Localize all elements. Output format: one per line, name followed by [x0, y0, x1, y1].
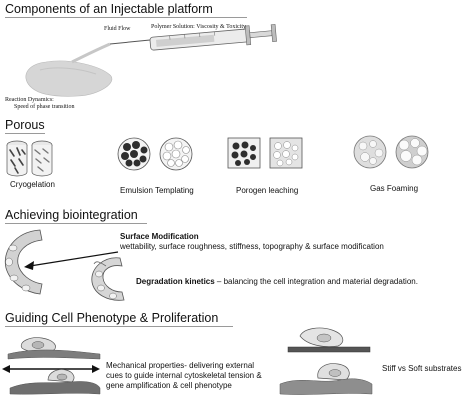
syringe-barrel [149, 24, 277, 51]
components-heading: Components of an Injectable platform [5, 2, 213, 16]
degrading-scaffold [91, 257, 125, 301]
surface-modification-title: Surface Modification [120, 232, 199, 241]
soft-substrate [279, 378, 373, 395]
mechanical-properties-line3: gene amplification & cell phenotype [106, 381, 232, 390]
cryogelation-label: Cryogelation [10, 180, 55, 189]
degradation-kinetics-line: Degradation kinetics – balancing the cel… [136, 277, 418, 287]
soft-substrate-top [7, 349, 101, 360]
biointegration-heading-rule [5, 223, 147, 224]
syringe-illustration [25, 24, 277, 97]
soft-substrate-bottom [9, 381, 101, 395]
porogen-light-square [269, 137, 303, 169]
emulsion-dark-droplets [117, 137, 151, 171]
emulsion-light-pores [159, 137, 193, 171]
phase-transition-label: Speed of phase transition [14, 104, 75, 110]
stiff-substrate [287, 346, 371, 353]
polymer-solution-label: Polymer Solution: Viscosity & Toxicity [151, 24, 247, 30]
degradation-kinetics-title: Degradation kinetics [136, 277, 215, 286]
components-heading-rule [5, 17, 247, 18]
mechanical-properties-line1: Mechanical properties- delivering extern… [106, 361, 255, 370]
mechanical-properties-line2: cues to guide internal cytoskeletal tens… [106, 371, 262, 380]
gas-foam-dense [395, 135, 429, 169]
degradation-kinetics-desc: – balancing the cell integration and mat… [214, 277, 418, 286]
surface-modification-desc: wettability, surface roughness, stiffnes… [120, 242, 384, 251]
biointegration-illustration [4, 229, 125, 301]
hydrogel-pool [25, 60, 113, 97]
cryogel-cylinder-right [31, 140, 53, 177]
porogen-leaching-label: Porogen leaching [236, 186, 299, 195]
porogen-dark-square [227, 137, 261, 169]
phenotype-heading: Guiding Cell Phenotype & Proliferation [5, 311, 219, 325]
stiff-vs-soft-label: Stiff vs Soft substrates [382, 364, 462, 373]
surface-arrow [29, 251, 119, 267]
cryogel-cylinder-left [6, 140, 28, 177]
reaction-dynamics-label: Reaction Dynamics: [5, 97, 54, 103]
phenotype-heading-rule [5, 326, 233, 327]
porous-heading: Porous [5, 118, 45, 132]
fluid-stream [71, 42, 111, 64]
emulsion-templating-label: Emulsion Templating [120, 186, 194, 195]
cell-substrate-illustration [2, 327, 373, 395]
gas-foaming-label: Gas Foaming [370, 184, 419, 193]
fluid-flow-label: Fluid Flow [104, 26, 131, 32]
biointegration-heading: Achieving biointegration [5, 208, 138, 222]
porous-methods-illustration [6, 135, 429, 177]
porous-heading-rule [5, 133, 45, 134]
needle [109, 39, 151, 45]
gas-foam-sparse [353, 135, 387, 169]
